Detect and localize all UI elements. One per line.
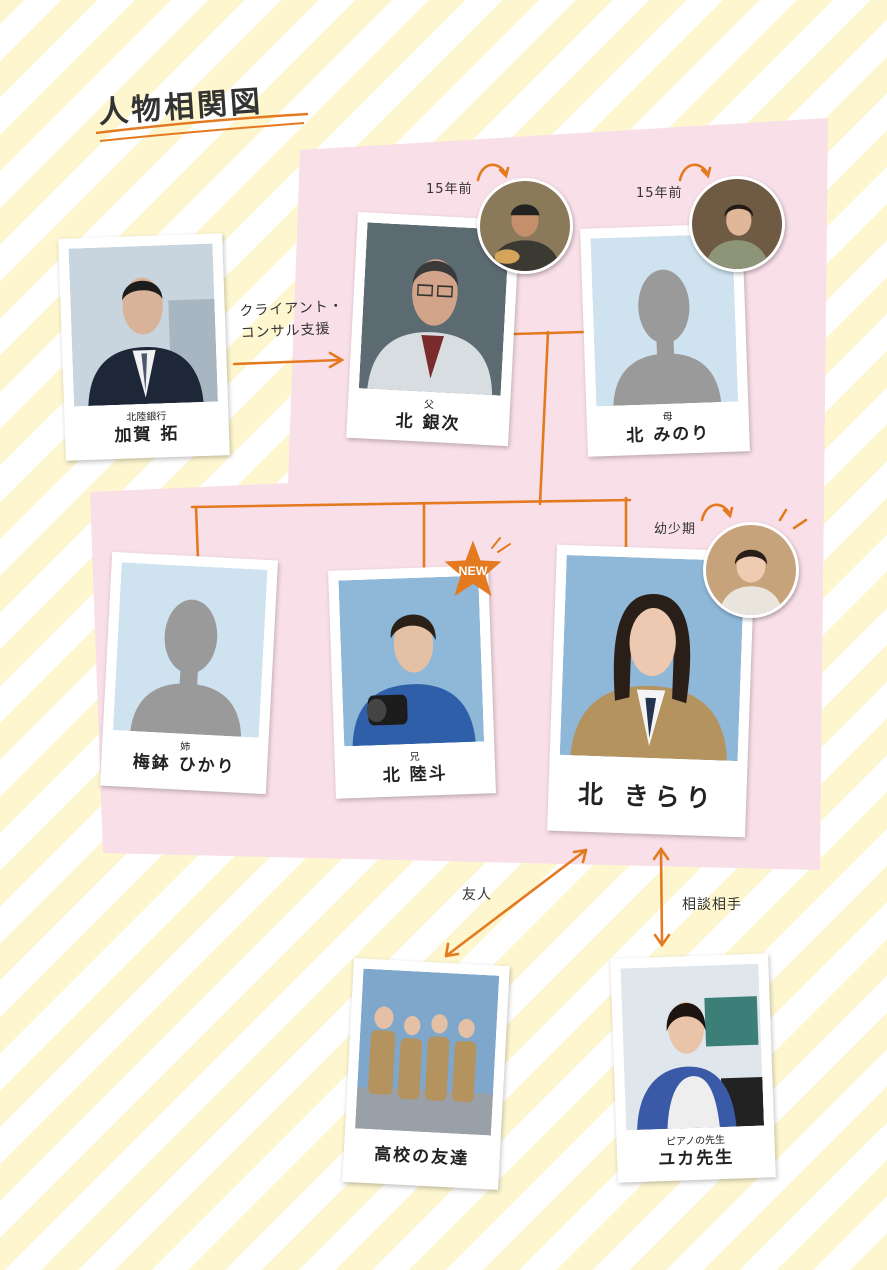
friends-name: 高校の友達	[373, 1144, 470, 1170]
kirari-yuka-head-b	[653, 933, 671, 948]
kaga-name: 加賀 拓	[114, 423, 180, 447]
kirari-yuka-head-a	[652, 846, 670, 861]
card-minori: 母北 みのり	[580, 223, 750, 457]
new-badge: NEW	[444, 540, 502, 597]
siblings-line	[190, 498, 632, 509]
minori-past-label: 15年前	[636, 186, 683, 201]
yuka-name: ユカ先生	[657, 1147, 735, 1171]
card-kirari: 北 きらり	[547, 544, 755, 838]
ginji-past-label: 15年前	[426, 182, 473, 197]
silhouette-icon	[130, 683, 242, 737]
photo-friends	[355, 968, 500, 1136]
label-kaga-ginji-line2: コンサル支援	[240, 321, 331, 342]
label-kirari-yuka: 相談相手	[682, 897, 742, 913]
card-friends: 高校の友達	[342, 958, 510, 1190]
new-badge-text: NEW	[459, 564, 488, 578]
label-kaga-ginji: クライアント・ コンサル支援	[239, 295, 346, 344]
card-kaga: 北陸銀行加賀 拓	[58, 233, 230, 461]
card-hikari: 姉梅鉢 ひかり	[99, 551, 279, 795]
sparkle-lines	[778, 508, 808, 530]
label-kirari-friends: 友人	[462, 887, 492, 903]
kaga-ginji-arrowhead	[328, 351, 345, 369]
badge-sparkle	[491, 537, 511, 553]
kirari-name: 北 きらり	[577, 779, 718, 814]
photo-ginji	[358, 222, 510, 396]
title-underline-2	[99, 122, 305, 142]
kirari-friends-line	[444, 848, 588, 958]
parents-child-line	[538, 330, 550, 506]
kirari-past-photo	[703, 522, 799, 618]
card-rikuto: 兄北 陸斗	[328, 565, 496, 799]
card-yuka: ピアノの先生ユカ先生	[610, 953, 776, 1183]
photo-hikari	[112, 562, 268, 738]
title-underline	[95, 112, 309, 135]
kirari-yuka-line	[659, 848, 664, 946]
kaga-ginji-arrow	[232, 358, 342, 366]
kirari-friends-head-a	[572, 848, 588, 864]
kirari-past-label: 幼少期	[654, 522, 697, 537]
ginji-past-photo	[477, 178, 573, 274]
photo-minori	[590, 233, 739, 407]
kirari-past-arrow	[700, 503, 734, 522]
photo-rikuto	[338, 575, 485, 747]
star-icon	[444, 540, 502, 597]
photo-yuka	[620, 963, 765, 1131]
minori-past-arrow	[678, 163, 712, 182]
ginji-past-arrow	[476, 163, 510, 182]
label-kaga-ginji-line1: クライアント・	[239, 298, 345, 320]
photo-kaga	[68, 243, 218, 407]
silhouette-icon	[613, 353, 722, 406]
minori-name: 北 みのり	[626, 423, 711, 447]
kirari-friends-head-b	[444, 942, 460, 958]
card-ginji: 父北 銀次	[346, 211, 520, 447]
minori-past-photo	[689, 176, 785, 272]
sibling-drop-hikari	[194, 505, 200, 562]
rikuto-name: 北 陸斗	[382, 763, 449, 787]
photo-kirari	[559, 554, 745, 762]
